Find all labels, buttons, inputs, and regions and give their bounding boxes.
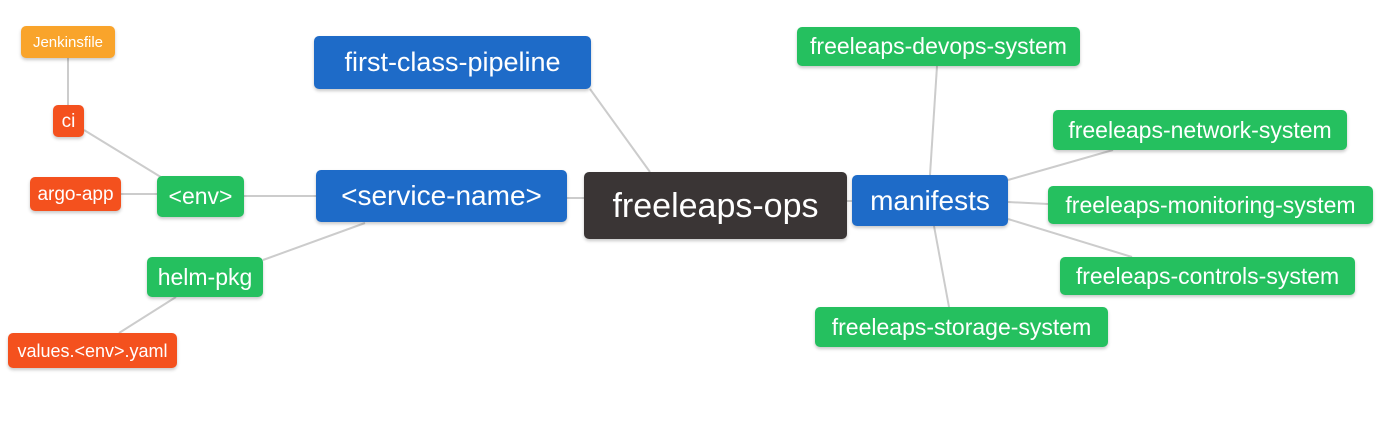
node-helm-pkg[interactable]: helm-pkg bbox=[147, 257, 263, 297]
node-ci[interactable]: ci bbox=[53, 105, 84, 137]
edge-manifests-to-freeleaps-devops-system bbox=[929, 65, 938, 176]
node-jenkinsfile[interactable]: Jenkinsfile bbox=[21, 26, 115, 58]
edge-helm-pkg-to-values-env-yaml bbox=[118, 296, 177, 334]
node-freeleaps-ops[interactable]: freeleaps-ops bbox=[584, 172, 847, 239]
node-env[interactable]: <env> bbox=[157, 176, 244, 217]
edge-first-class-pipeline-to-freeleaps-ops bbox=[589, 88, 651, 173]
node-first-class-pipeline[interactable]: first-class-pipeline bbox=[314, 36, 591, 89]
edge-manifests-to-freeleaps-storage-system bbox=[933, 225, 950, 308]
node-freeleaps-storage-system[interactable]: freeleaps-storage-system bbox=[815, 307, 1108, 347]
edge-manifests-to-freeleaps-network-system bbox=[1007, 149, 1114, 181]
node-values-env-yaml[interactable]: values.<env>.yaml bbox=[8, 333, 177, 368]
node-freeleaps-monitoring-system[interactable]: freeleaps-monitoring-system bbox=[1048, 186, 1373, 224]
edge-manifests-to-freeleaps-monitoring-system bbox=[1007, 201, 1049, 205]
node-manifests[interactable]: manifests bbox=[852, 175, 1008, 226]
edge-service-name-to-helm-pkg bbox=[262, 222, 366, 261]
node-freeleaps-devops-system[interactable]: freeleaps-devops-system bbox=[797, 27, 1080, 66]
edge-ci-to-env bbox=[83, 129, 165, 180]
edge-manifests-to-freeleaps-controls-system bbox=[1007, 218, 1133, 258]
node-freeleaps-controls-system[interactable]: freeleaps-controls-system bbox=[1060, 257, 1355, 295]
node-service-name[interactable]: <service-name> bbox=[316, 170, 567, 222]
node-freeleaps-network-system[interactable]: freeleaps-network-system bbox=[1053, 110, 1347, 150]
node-argo-app[interactable]: argo-app bbox=[30, 177, 121, 211]
